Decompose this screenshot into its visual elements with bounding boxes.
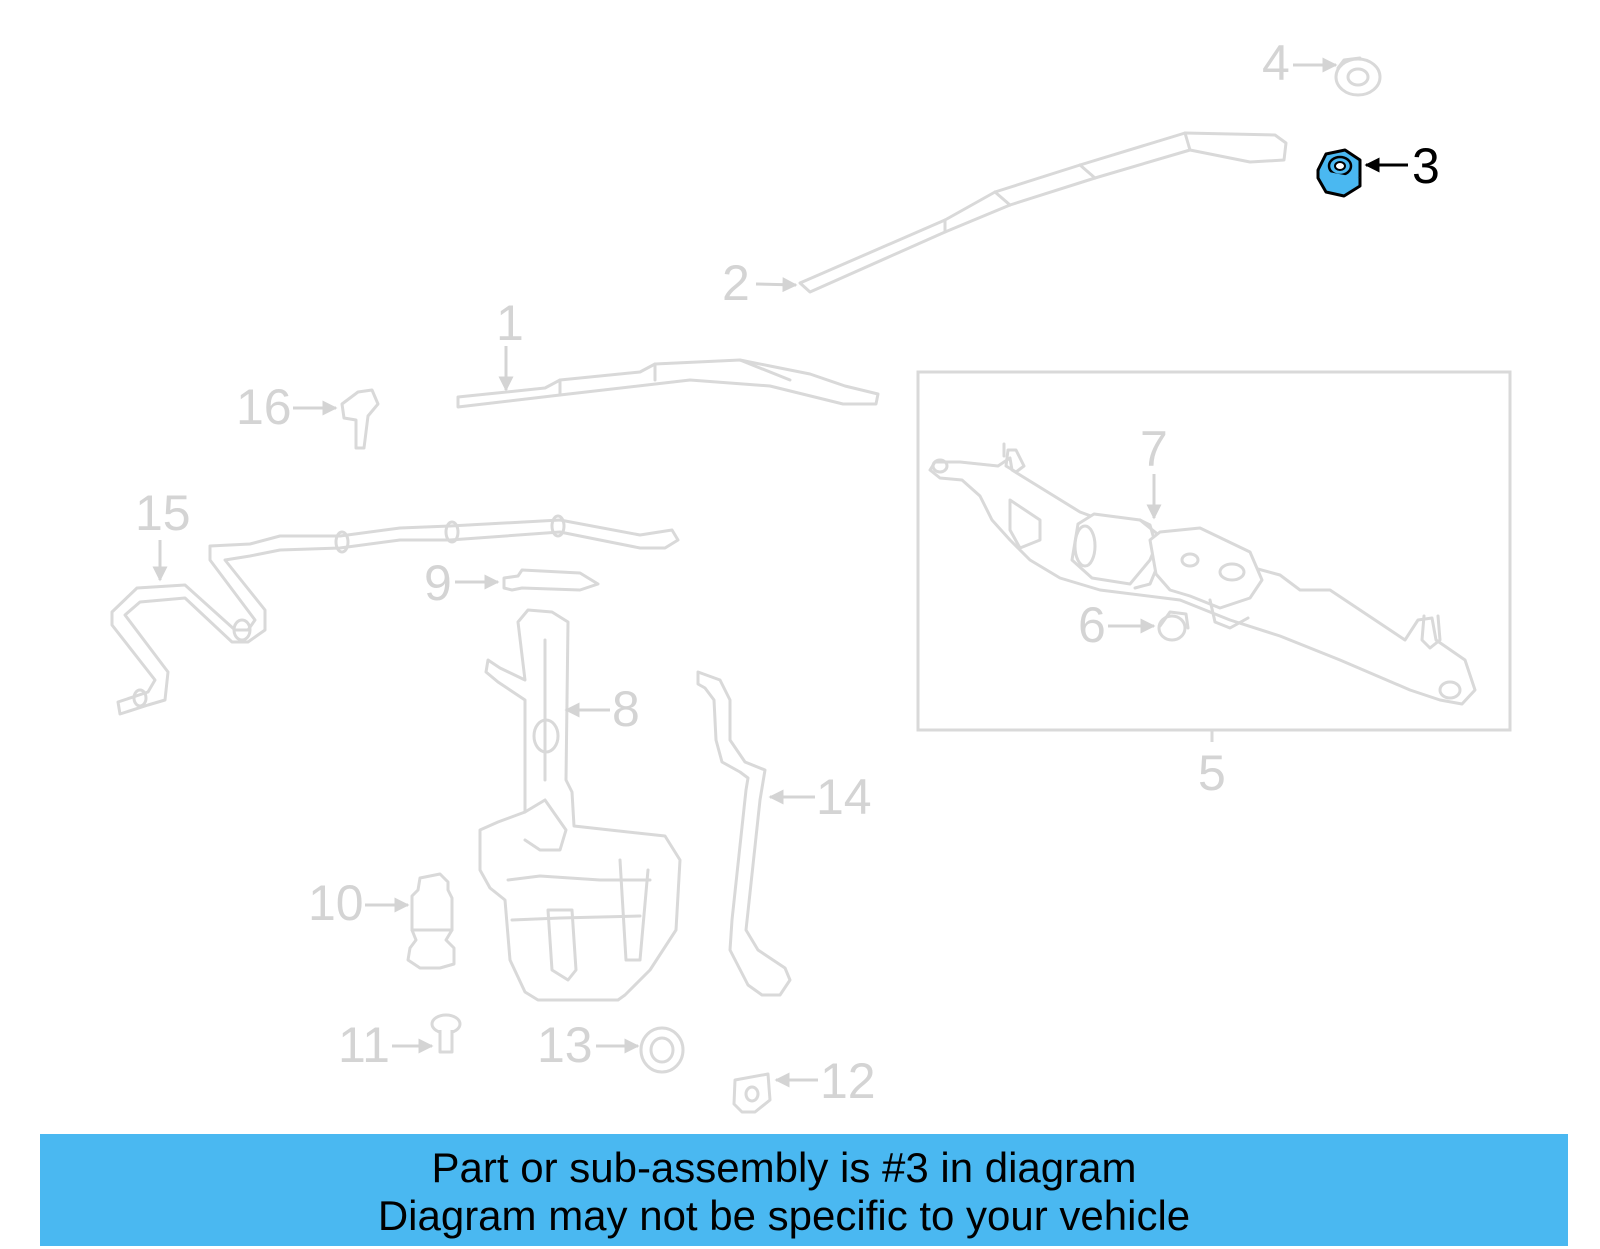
- banner-line-part: Part or sub-assembly is #3 in diagram: [431, 1144, 1137, 1191]
- callout-2: 2: [722, 255, 750, 311]
- part-3-nut[interactable]: [1316, 148, 1362, 198]
- callout-14: 14: [816, 769, 872, 825]
- callout-4: 4: [1262, 35, 1290, 91]
- callout-7: 7: [1140, 421, 1168, 477]
- arrow-2: [755, 277, 798, 293]
- part-9-clip[interactable]: [502, 568, 600, 592]
- info-banner: Part or sub-assembly is #3 in diagram Di…: [40, 1134, 1568, 1246]
- callout-13: 13: [537, 1017, 593, 1073]
- part-16-nozzle[interactable]: [340, 388, 380, 450]
- callout-9: 9: [424, 555, 452, 611]
- part-1-wiper-blade[interactable]: [456, 358, 880, 409]
- part-10-pump[interactable]: [406, 872, 456, 970]
- callout-1: 1: [496, 295, 524, 351]
- callout-6: 6: [1078, 597, 1106, 653]
- part-5-linkage-assembly[interactable]: [916, 370, 1512, 742]
- part-2-wiper-arm[interactable]: [798, 131, 1288, 294]
- callout-15: 15: [135, 485, 191, 541]
- part-15-hose[interactable]: [110, 514, 680, 716]
- callout-3: 3: [1412, 138, 1440, 194]
- callout-10: 10: [308, 875, 364, 931]
- part-13-grommet[interactable]: [639, 1026, 685, 1074]
- part-4-grommet[interactable]: [1334, 56, 1382, 97]
- callout-8: 8: [612, 681, 640, 737]
- callout-5: 5: [1198, 745, 1226, 801]
- part-11-pin[interactable]: [430, 1013, 462, 1054]
- callout-16: 16: [236, 379, 292, 435]
- part-14-hose[interactable]: [696, 670, 792, 997]
- part-8-reservoir[interactable]: [478, 608, 682, 1002]
- part-12-clip[interactable]: [732, 1072, 772, 1114]
- banner-line-disclaimer: Diagram may not be specific to your vehi…: [377, 1192, 1191, 1239]
- callout-11: 11: [338, 1017, 390, 1073]
- callout-12: 12: [820, 1053, 876, 1109]
